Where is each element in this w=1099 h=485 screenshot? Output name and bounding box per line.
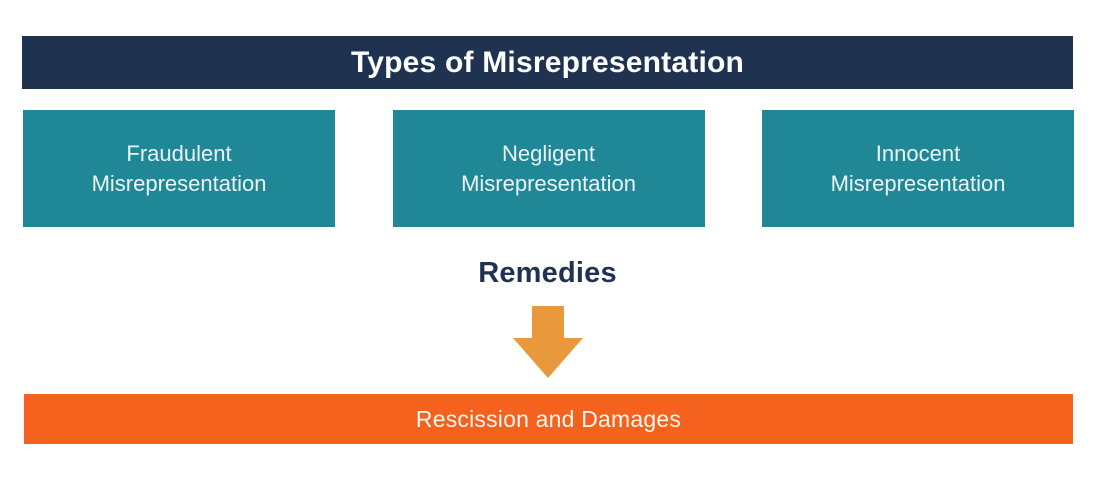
type-boxes-row: Fraudulent Misrepresentation Negligent M… xyxy=(23,110,1074,227)
type-box-label: Fraudulent Misrepresentation xyxy=(91,141,267,196)
diagram-title: Types of Misrepresentation xyxy=(350,45,745,79)
type-box-negligent: Negligent Misrepresentation xyxy=(392,110,705,227)
down-arrow-icon xyxy=(513,306,583,378)
type-box-label: Negligent Misrepresentation xyxy=(461,141,636,196)
type-box-fraudulent: Fraudulent Misrepresentation xyxy=(23,110,335,227)
type-box-innocent: Innocent Misrepresentation xyxy=(762,110,1074,227)
diagram-title-bar: Types of Misrepresentation xyxy=(22,36,1073,89)
result-bar: Rescission and Damages xyxy=(24,394,1073,444)
remedies-heading: Remedies xyxy=(478,257,617,289)
type-box-label: Innocent Misrepresentation xyxy=(830,141,1006,196)
result-bar-label: Rescission and Damages xyxy=(415,405,682,432)
